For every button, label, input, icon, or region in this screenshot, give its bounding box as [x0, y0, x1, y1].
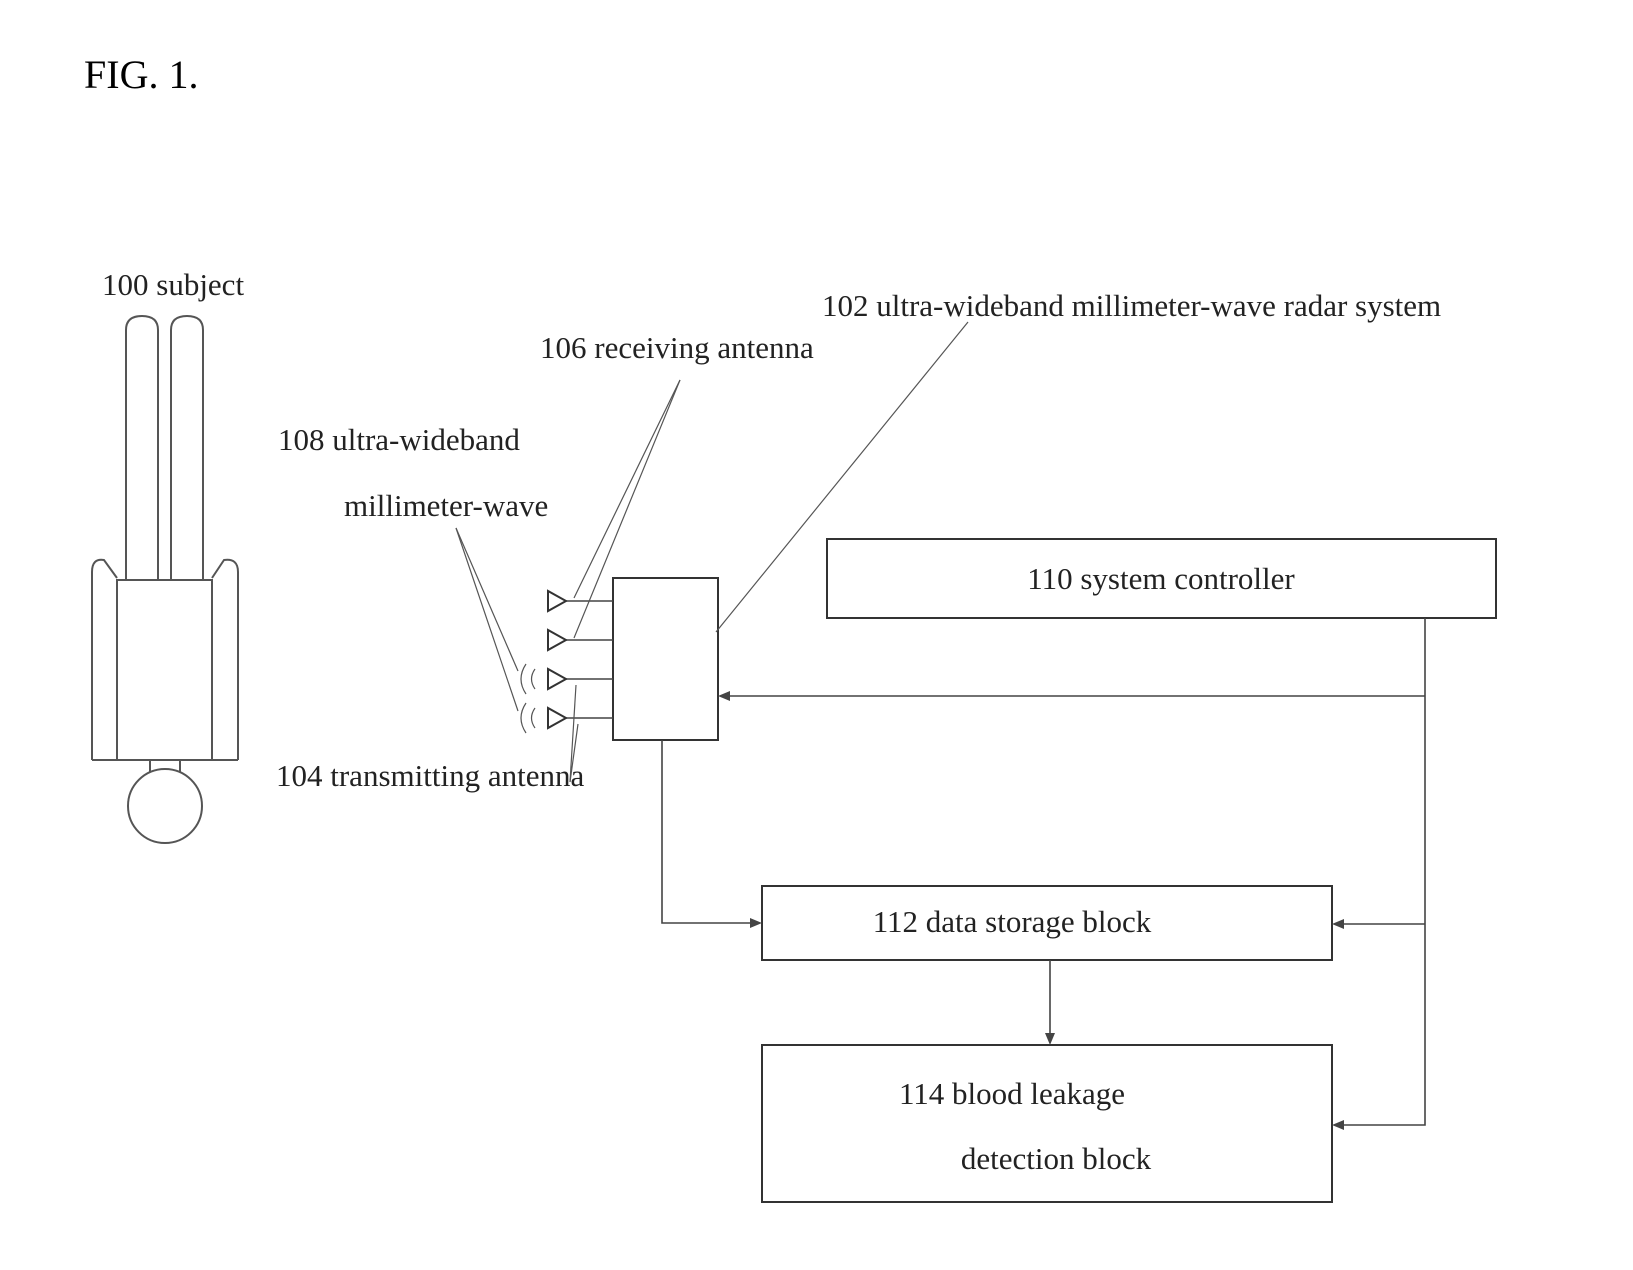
wave-label-line1: 108 ultra-wideband [278, 422, 520, 457]
subject-label: 100 subject [102, 267, 244, 302]
wave-label-line2: millimeter-wave [344, 488, 548, 523]
arrow-storage-to-detection [1045, 1033, 1055, 1045]
system-controller-block [826, 538, 1497, 619]
receiving-antenna-2 [547, 628, 569, 652]
receiving-antenna-label: 106 receiving antenna [540, 330, 814, 365]
arrow-to-data-storage [1332, 919, 1344, 929]
arrow-radar-to-storage [750, 918, 762, 928]
radar-system-label: 102 ultra-wideband millimeter-wave radar… [822, 288, 1441, 323]
figure-title: FIG. 1. [84, 52, 198, 97]
antenna-array [547, 589, 613, 730]
leak-detection-block [761, 1044, 1333, 1203]
transmitting-antenna-label: 104 transmitting antenna [276, 758, 584, 793]
arrow-to-radar [718, 691, 730, 701]
arrow-to-leak-detection [1332, 1120, 1344, 1130]
leak-detection-label-line1: 114 blood leakage [899, 1076, 1125, 1111]
connectors [661, 618, 1426, 1130]
millimeter-wave-arcs [520, 663, 536, 734]
radar-system-box [612, 577, 719, 741]
leader-lines [455, 321, 969, 783]
receiving-antenna-1 [547, 589, 569, 613]
data-storage-label: 112 data storage block [873, 904, 1152, 939]
system-controller-label: 110 system controller [1027, 561, 1295, 596]
transmitting-antenna-1 [547, 667, 569, 691]
data-storage-block [761, 885, 1333, 961]
transmitting-antenna-2 [547, 706, 569, 730]
subject-figure [91, 314, 239, 844]
leak-detection-label-line2: detection block [961, 1141, 1152, 1176]
